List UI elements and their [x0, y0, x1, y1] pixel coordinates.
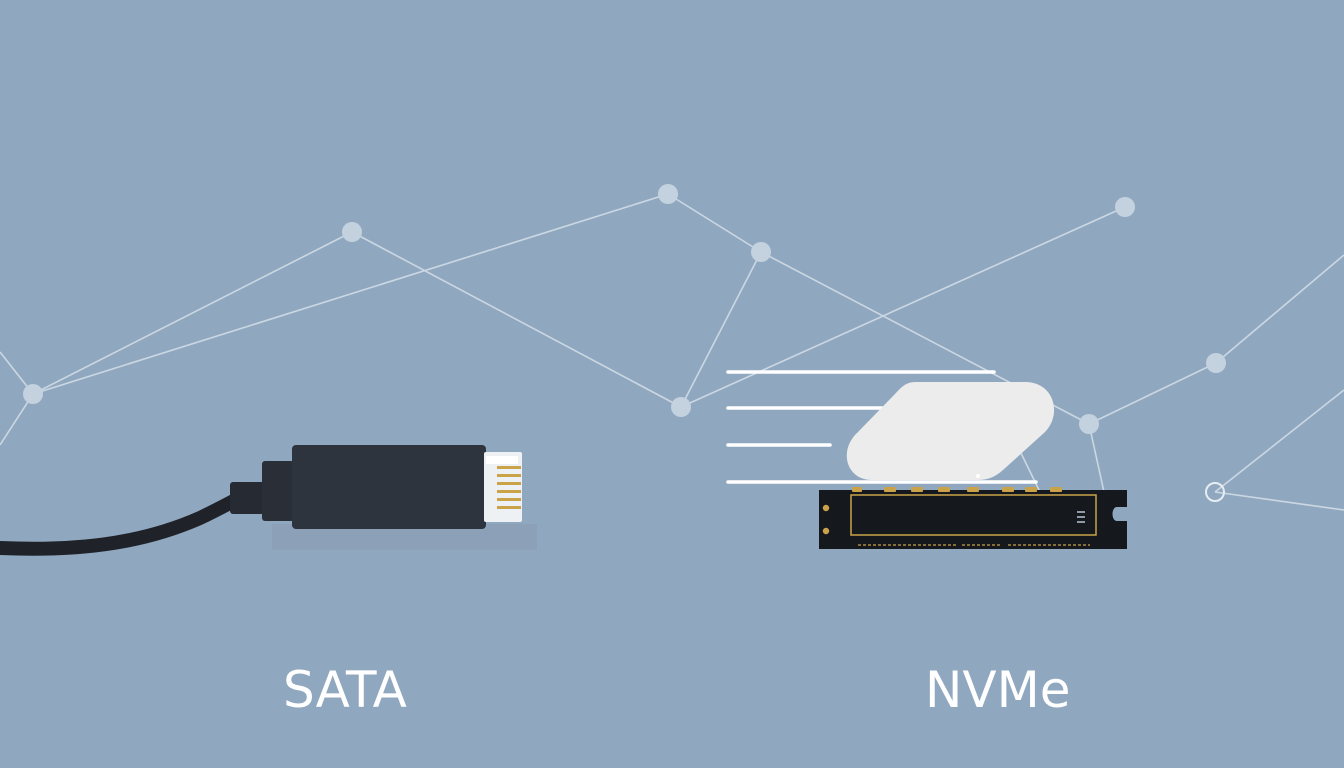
nvme-m2-ssd-icon — [819, 487, 1127, 549]
network-lines — [0, 193, 1344, 511]
nvme-label: NVMe — [925, 661, 1071, 719]
sata-connector-icon — [0, 445, 537, 556]
network-nodes — [23, 184, 1226, 434]
motion-blur-shape — [846, 382, 1055, 480]
sata-label: SATA — [283, 661, 407, 719]
network-node-hollow — [1205, 482, 1225, 502]
speed-lines — [726, 370, 1038, 484]
